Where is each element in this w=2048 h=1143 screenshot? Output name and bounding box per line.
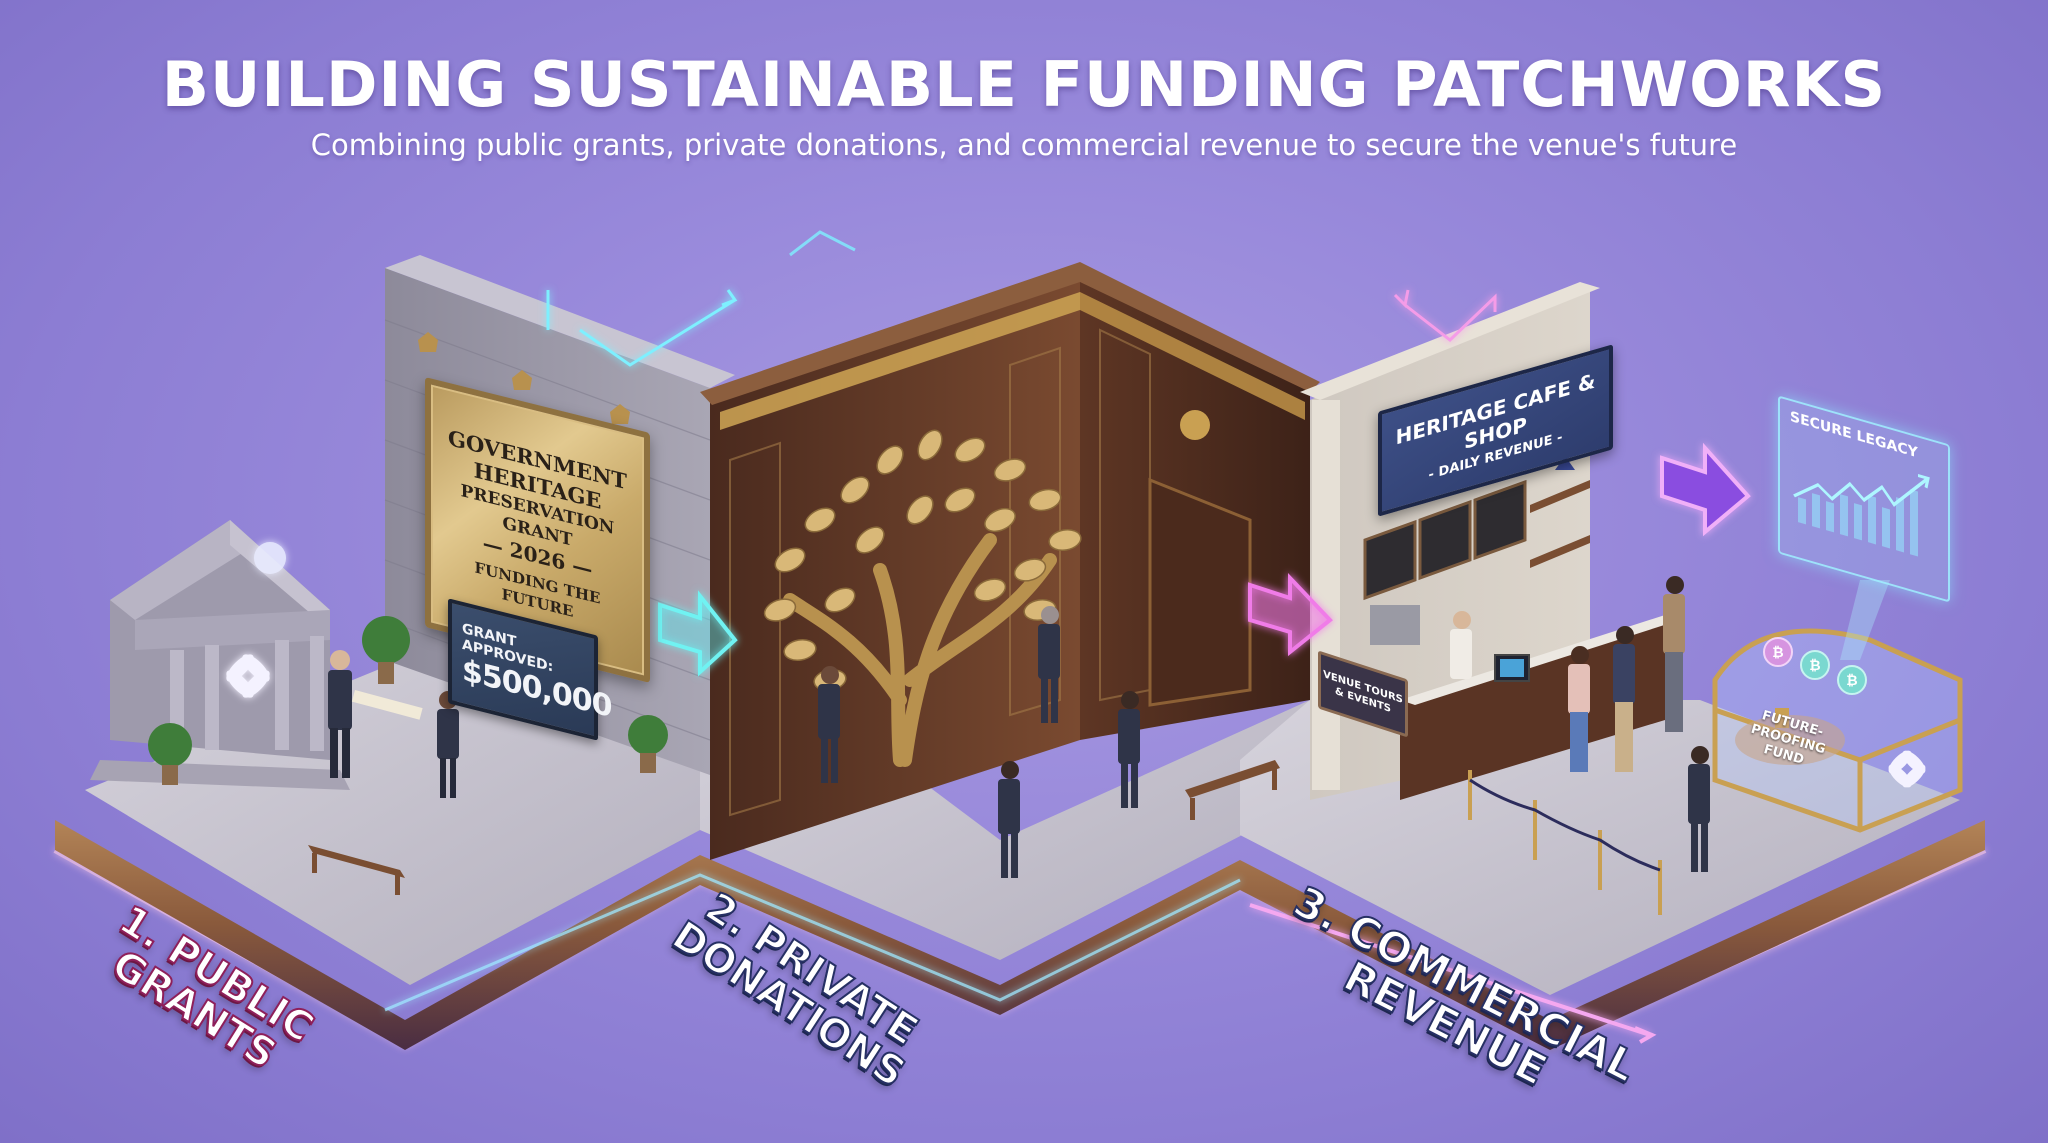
menu-board-icon [1363, 479, 1527, 601]
rising-chart-icon [1793, 473, 1930, 557]
bench-icon [308, 845, 405, 895]
donor-tree-icon [763, 429, 1082, 767]
violet-neon-arrow [1660, 442, 1751, 537]
magenta-flow-line [1393, 289, 1497, 342]
cyan-neon-arrow [658, 590, 738, 677]
hologram-beam [1840, 580, 1890, 660]
magenta-neon-arrow [1248, 573, 1333, 657]
svg-text:₿: ₿ [1772, 645, 1783, 661]
espresso-machine-icon [1370, 605, 1420, 645]
platform-wood-edge [55, 820, 1985, 1050]
medallion-icon [1180, 410, 1210, 440]
gilded-frieze-right [1080, 292, 1305, 420]
people-handshake [328, 650, 459, 798]
bitcoin-coin-icon: ₿ ₿ ₿ [1763, 637, 1867, 695]
page-title: BUILDING SUSTAINABLE FUNDING PATCHWORKS [161, 48, 1887, 121]
bench-icon [1185, 760, 1280, 820]
cyan-flow-line-top [789, 230, 856, 257]
government-building-icon [90, 520, 350, 790]
topiary-tree-icon [148, 616, 668, 785]
magenta-floor-arrow-line [1249, 903, 1651, 1037]
four-petal-logo-icon [1888, 750, 1926, 788]
secure-legacy-hologram: SECURE LEGACY [1778, 395, 1950, 603]
seal-icon [254, 542, 286, 574]
people-customers [1450, 576, 1710, 872]
cafe-counter [1400, 620, 1665, 800]
cafe-counter-top [1400, 615, 1680, 705]
cafe-shelves [1530, 480, 1590, 568]
wall-lamp-icon [418, 332, 630, 424]
pos-screen [1500, 659, 1524, 677]
wooden-door-icon [1148, 477, 1252, 707]
wood-wall-left [710, 270, 1080, 860]
four-petal-logo-icon [226, 654, 270, 698]
wood-wall-top [700, 262, 1320, 405]
svg-text:₿: ₿ [1809, 658, 1820, 674]
cyan-floor-line [384, 873, 1241, 1012]
gilded-frieze-left [720, 292, 1080, 430]
svg-text:₿: ₿ [1846, 673, 1857, 689]
page-subtitle: Combining public grants, private donatio… [310, 128, 1738, 162]
magenta-floor-arrow-head [1634, 1026, 1657, 1044]
people-donors [818, 606, 1140, 878]
cafe-pillar [1312, 400, 1340, 790]
cyan-flow-line [546, 289, 738, 367]
